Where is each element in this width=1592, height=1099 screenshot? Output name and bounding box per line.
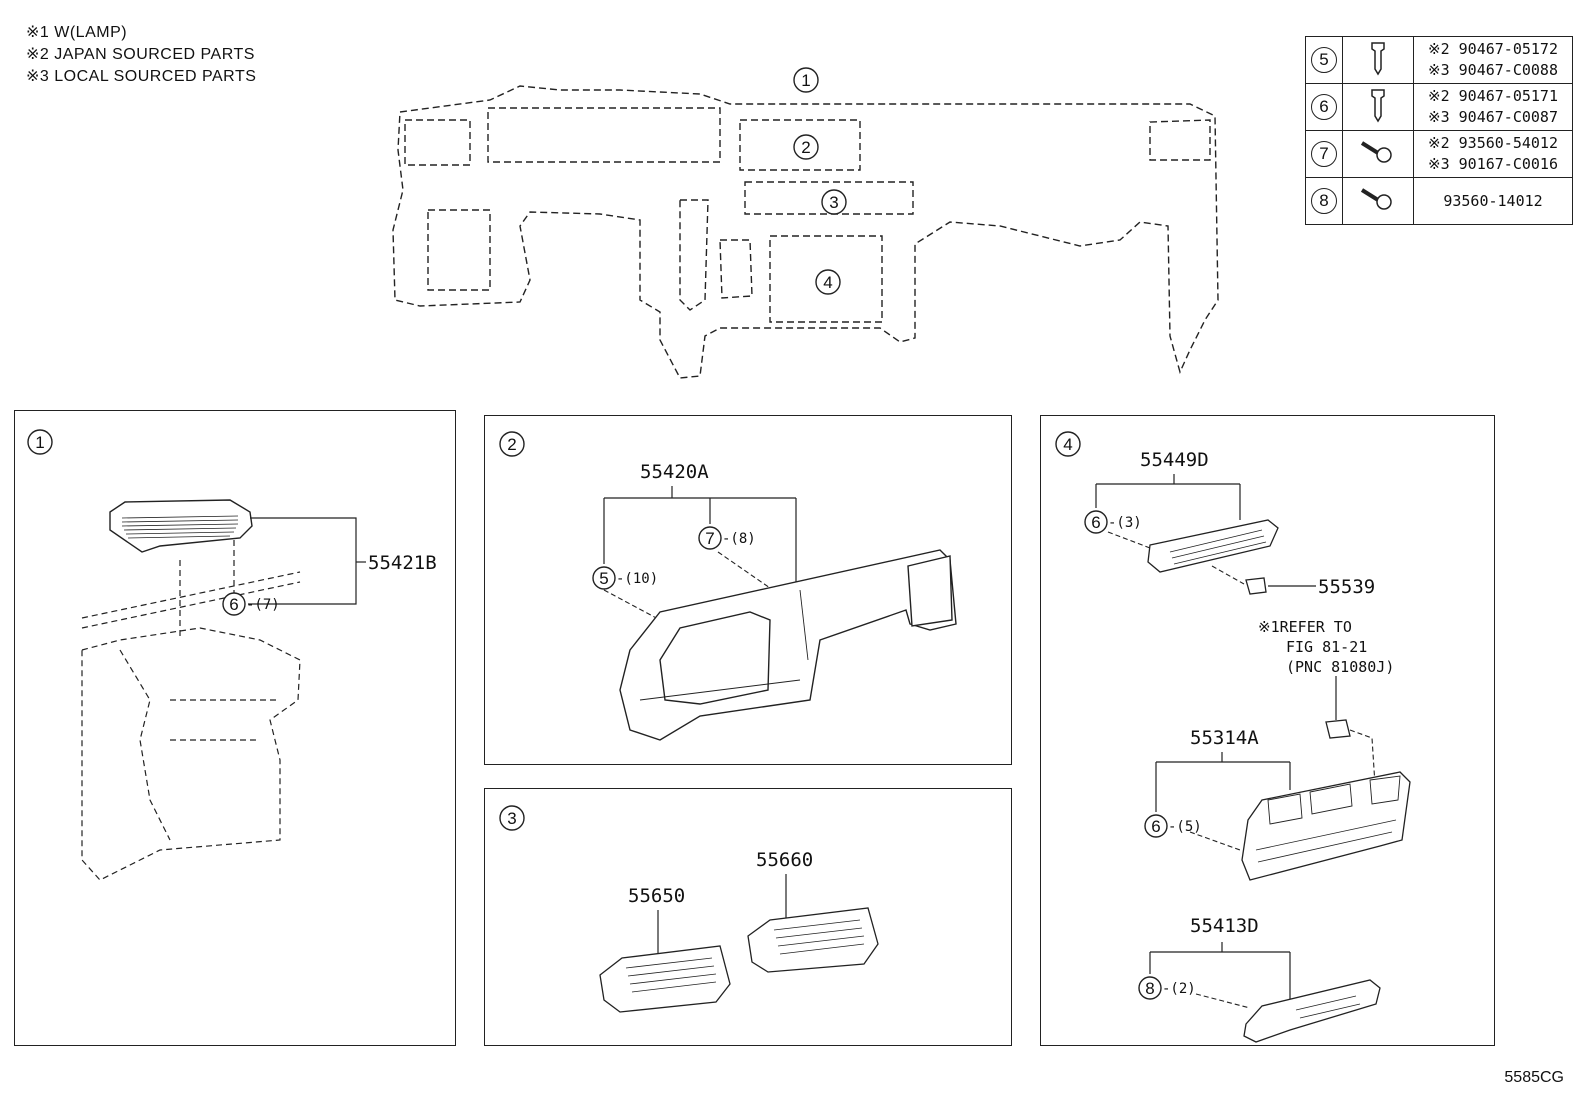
part-label-55413d: 55413D: [1190, 915, 1259, 937]
overview-callouts: 1 2 3 4: [793, 67, 847, 295]
note-local: ※3 LOCAL SOURCED PARTS: [26, 68, 257, 85]
fastener-legend: 5 ※2 90467-05172 ※3 90467-C0088 6 ※2 9046…: [1305, 36, 1573, 225]
panel-4-content: 4 55449D 6 -(3) 55539 ※1REFER TO FIG 81-…: [1055, 431, 1411, 1043]
panel-4-fastener-d: 8: [1145, 979, 1154, 998]
notes: ※1 W(LAMP) ※2 JAPAN SOURCED PARTS ※3 LOC…: [26, 22, 256, 88]
legend-code: ※3 90167-C0016: [1428, 155, 1558, 173]
legend-number: 7: [1311, 141, 1337, 167]
part-label-55420a: 55420A: [640, 461, 709, 483]
note-japan: ※2 JAPAN SOURCED PARTS: [26, 46, 255, 63]
part-label-55421b: 55421B: [368, 552, 437, 574]
part-label-55539: 55539: [1318, 576, 1375, 598]
bracket-55413d: [1243, 979, 1381, 1043]
part-label-55660: 55660: [756, 849, 813, 871]
screw-icon: [1360, 188, 1392, 210]
panel-3-content: 3 55650 55660: [499, 805, 879, 1013]
diagram-code: 5585CG: [1504, 1069, 1564, 1086]
lamp-part: [1325, 719, 1351, 739]
legend-number: 5: [1311, 47, 1337, 73]
overview-callout-3: 3: [829, 193, 838, 212]
panel-2-qty-7: -(8): [722, 531, 756, 547]
bracket-55449d: [1147, 519, 1279, 573]
note-lamp: ※1 W(LAMP): [26, 24, 128, 41]
overview-callout-2: 2: [801, 138, 810, 157]
legend-code: 93560-14012: [1443, 191, 1543, 210]
overview-callout-1: 1: [801, 71, 810, 90]
panel-4: [1040, 415, 1495, 1046]
vent-55660: [747, 907, 879, 973]
panel-2-content: 2 55420A 5 -(10) 7 -(8): [499, 431, 957, 741]
legend-row: 5 ※2 90467-05172 ※3 90467-C0088: [1305, 36, 1573, 84]
legend-row: 7 ※2 93560-54012 ※3 90167-C0016: [1305, 130, 1573, 178]
part-label-55449d: 55449D: [1140, 449, 1209, 471]
panel-1-fastener: 6: [229, 595, 238, 614]
panel-1-content: 1 55421B 6 -(7): [27, 429, 437, 881]
clip-icon: [1371, 89, 1385, 123]
legend-row: 6 ※2 90467-05171 ※3 90467-C0087: [1305, 83, 1573, 131]
cover-55421b: [109, 499, 253, 553]
panel-2-fastener-7: 7: [705, 529, 714, 548]
legend-code: ※2 90467-05171: [1428, 87, 1558, 105]
panel-4-fastener-a: 6: [1091, 513, 1100, 532]
panel-3: [484, 788, 1012, 1046]
legend-code: ※3 90467-C0087: [1428, 108, 1558, 126]
ref-line-2: FIG 81-21: [1286, 638, 1367, 656]
dashboard-overview: [392, 85, 1219, 379]
panel-2: [484, 415, 1012, 765]
part-label-55314a: 55314A: [1190, 727, 1259, 749]
panel-1-qty: -(7): [246, 597, 280, 613]
panel-2-qty-5: -(10): [616, 571, 658, 587]
panel-2-number: 2: [507, 435, 516, 454]
legend-code: ※3 90467-C0088: [1428, 61, 1558, 79]
bezel-55420a: [619, 549, 957, 741]
clip-icon: [1371, 42, 1385, 76]
part-label-55650: 55650: [628, 885, 685, 907]
ref-line-3: (PNC 81080J): [1286, 658, 1394, 676]
panel-1-number: 1: [35, 433, 44, 452]
legend-row: 8 93560-14012: [1305, 177, 1573, 225]
overview-callout-4: 4: [823, 273, 832, 292]
panel-4-number: 4: [1063, 435, 1072, 454]
legend-number: 6: [1311, 94, 1337, 120]
screw-icon: [1360, 141, 1392, 163]
vent-55650: [599, 945, 731, 1013]
bezel-55314a: [1241, 771, 1411, 881]
panel-4-qty-c: -(5): [1168, 819, 1202, 835]
legend-number: 8: [1311, 188, 1337, 214]
panel-4-qty-a: -(3): [1108, 515, 1142, 531]
ref-line-1: ※1REFER TO: [1258, 618, 1352, 636]
legend-code: ※2 90467-05172: [1428, 40, 1558, 58]
dash-frame-1: [81, 540, 301, 881]
panel-4-qty-d: -(2): [1162, 981, 1196, 997]
panel-1: [14, 410, 456, 1046]
legend-code: ※2 93560-54012: [1428, 134, 1558, 152]
clip-55539: [1245, 577, 1267, 595]
panel-2-fastener-5: 5: [599, 569, 608, 588]
panel-3-number: 3: [507, 809, 516, 828]
panel-4-fastener-c: 6: [1151, 817, 1160, 836]
